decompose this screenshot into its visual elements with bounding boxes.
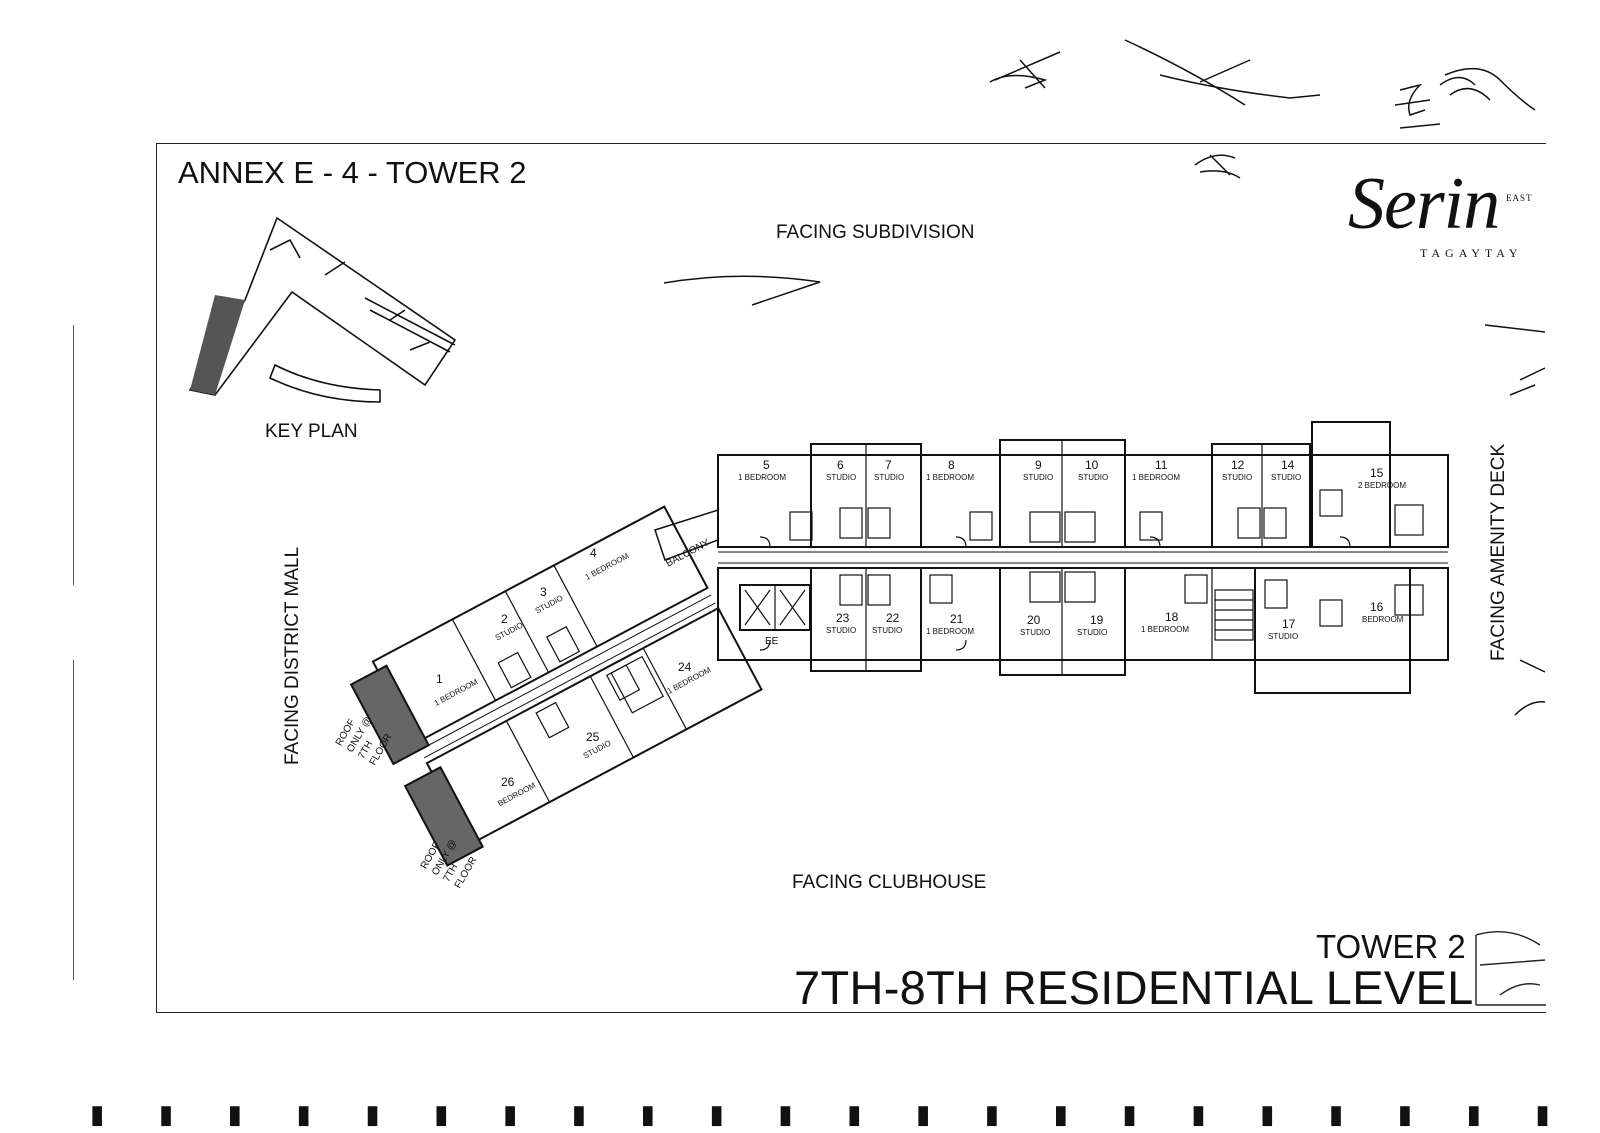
unit-type: STUDIO <box>1271 473 1302 482</box>
unit-number: 18 <box>1165 610 1179 624</box>
unit-number: 19 <box>1090 613 1104 627</box>
binding-mark: ▮ <box>640 1100 655 1130</box>
unit-number: 17 <box>1282 617 1296 631</box>
unit-number: 23 <box>836 611 850 625</box>
binding-mark: ▮ <box>1328 1100 1344 1130</box>
unit-type: 1 BEDROOM <box>926 473 975 482</box>
binding-mark: ▮ <box>90 1100 105 1130</box>
binding-mark: ▮ <box>847 1100 862 1130</box>
unit-type: 1 BEDROOM <box>926 627 975 636</box>
facing-subdivision-label: FACING SUBDIVISION <box>776 222 975 243</box>
binding-mark: ▮ <box>365 1100 380 1130</box>
ee-label: EE <box>765 636 779 647</box>
unit-type: STUDIO <box>1268 632 1299 641</box>
binding-mark: ▮ <box>296 1100 311 1130</box>
unit-number: 15 <box>1370 466 1384 480</box>
key-plan-tower-highlight <box>190 295 245 395</box>
unit-type: STUDIO <box>1222 473 1253 482</box>
key-plan-label: KEY PLAN <box>265 421 358 442</box>
binding-mark: ▮ <box>1053 1100 1068 1130</box>
unit-type: 2 BEDROOM <box>1358 481 1407 490</box>
unit-number: 3 <box>540 585 547 599</box>
binding-mark: ▮ <box>502 1100 518 1130</box>
margin-line <box>73 660 74 980</box>
unit-number: 2 <box>501 612 508 626</box>
binding-mark: ▮ <box>571 1100 587 1130</box>
unit-number: 24 <box>678 660 692 674</box>
binding-mark: ▮ <box>984 1100 1000 1130</box>
unit-number: 5 <box>763 458 770 472</box>
unit-number: 11 <box>1155 458 1168 472</box>
unit-number: 25 <box>586 730 600 744</box>
unit-number: 12 <box>1231 458 1245 472</box>
binding-mark: ▮ <box>1260 1100 1275 1130</box>
drawing-frame <box>156 143 1546 1013</box>
unit-type: STUDIO <box>1023 473 1054 482</box>
binding-mark: ▮ <box>227 1100 242 1130</box>
unit-type: 1 BEDROOM <box>1141 625 1190 634</box>
binding-mark: ▮ <box>1397 1100 1413 1130</box>
binding-mark: ▮ <box>434 1100 449 1130</box>
unit-number: 16 <box>1370 600 1384 614</box>
binding-mark: ▮ <box>158 1100 174 1130</box>
tower-label: TOWER 2 <box>1316 928 1466 965</box>
binding-marks: ▮ ▮ ▮ ▮ ▮ ▮ ▮ ▮ ▮ ▮ ▮ ▮ ▮ ▮ ▮ ▮ ▮ ▮ ▮ ▮ … <box>90 1100 1550 1132</box>
binding-mark: ▮ <box>1122 1100 1137 1130</box>
unit-type: STUDIO <box>1020 628 1051 637</box>
binding-mark: ▮ <box>915 1100 931 1130</box>
unit-number: 21 <box>950 612 964 626</box>
logo-east: EAST <box>1506 193 1533 203</box>
annex-title: ANNEX E - 4 - TOWER 2 <box>178 155 527 190</box>
binding-mark: ▮ <box>709 1100 724 1130</box>
serin-logo: Serin <box>1348 163 1500 245</box>
unit-type: BEDROOM <box>1362 615 1404 624</box>
binding-mark: ▮ <box>778 1100 793 1130</box>
unit-type: STUDIO <box>874 473 905 482</box>
facing-clubhouse-label: FACING CLUBHOUSE <box>792 872 987 893</box>
unit-number: 9 <box>1035 458 1042 472</box>
binding-mark: ▮ <box>1535 1100 1550 1130</box>
logo-location: TAGAYTAY <box>1420 246 1523 260</box>
unit-number: 4 <box>590 546 597 560</box>
unit-type: 1 BEDROOM <box>1132 473 1181 482</box>
unit-type: STUDIO <box>1078 473 1109 482</box>
unit-number: 26 <box>501 775 515 789</box>
unit-type: 1 BEDROOM <box>738 473 787 482</box>
level-title: 7TH-8TH RESIDENTIAL LEVEL <box>794 961 1474 1014</box>
unit-type: STUDIO <box>826 473 857 482</box>
unit-type: STUDIO <box>1077 628 1108 637</box>
unit-number: 14 <box>1281 458 1295 472</box>
unit-number: 22 <box>886 611 900 625</box>
unit-number: 7 <box>885 458 892 472</box>
unit-number: 10 <box>1085 458 1099 472</box>
unit-number: 6 <box>837 458 844 472</box>
binding-mark: ▮ <box>1466 1100 1481 1130</box>
unit-type: STUDIO <box>872 626 903 635</box>
unit-type: STUDIO <box>826 626 857 635</box>
binding-mark: ▮ <box>1191 1100 1206 1130</box>
margin-line <box>73 325 74 585</box>
unit-number: 1 <box>436 672 443 686</box>
unit-number: 20 <box>1027 613 1041 627</box>
unit-number: 8 <box>948 458 955 472</box>
